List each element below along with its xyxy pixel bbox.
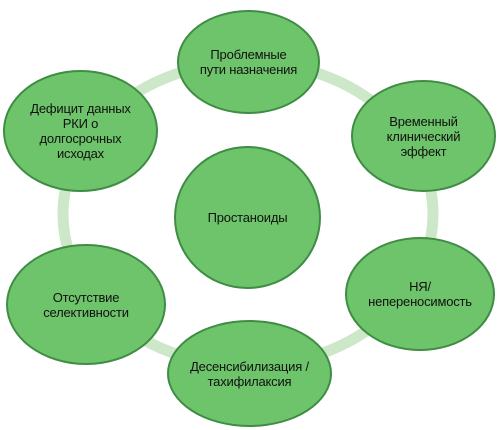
node-rct: Дефицит данных РКИ о долгосрочных исхода…: [3, 70, 158, 192]
node-rct-label: Дефицит данных РКИ о долгосрочных исхода…: [30, 101, 131, 161]
node-temporary-label: Временный клинический эффект: [386, 113, 461, 159]
node-rct-circle: [3, 70, 158, 192]
node-selectivity-circle: [6, 244, 166, 365]
node-center: Простаноиды: [174, 146, 321, 289]
node-route-label: Проблемные пути назначения: [199, 47, 298, 77]
node-center-label: Простаноиды: [207, 210, 288, 225]
node-temporary: Временный клинический эффект: [351, 80, 496, 192]
node-selectivity-label: Отсутствие селективности: [43, 289, 129, 320]
node-temporary-circle: [351, 80, 496, 192]
node-ae: НЯ/ непереносимость: [345, 237, 495, 351]
node-route-circle: [177, 10, 320, 114]
node-selectivity: Отсутствие селективности: [6, 244, 166, 365]
node-desens: Десенсибилизация / тахифилаксия: [167, 320, 332, 427]
node-desens-circle: [167, 320, 332, 427]
node-ae-label: НЯ/ непереносимость: [368, 279, 472, 309]
node-desens-label: Десенсибилизация / тахифилаксия: [190, 358, 309, 389]
node-ae-circle: [345, 237, 495, 351]
node-route: Проблемные пути назначения: [177, 10, 320, 114]
node-center-circle: [174, 146, 321, 289]
